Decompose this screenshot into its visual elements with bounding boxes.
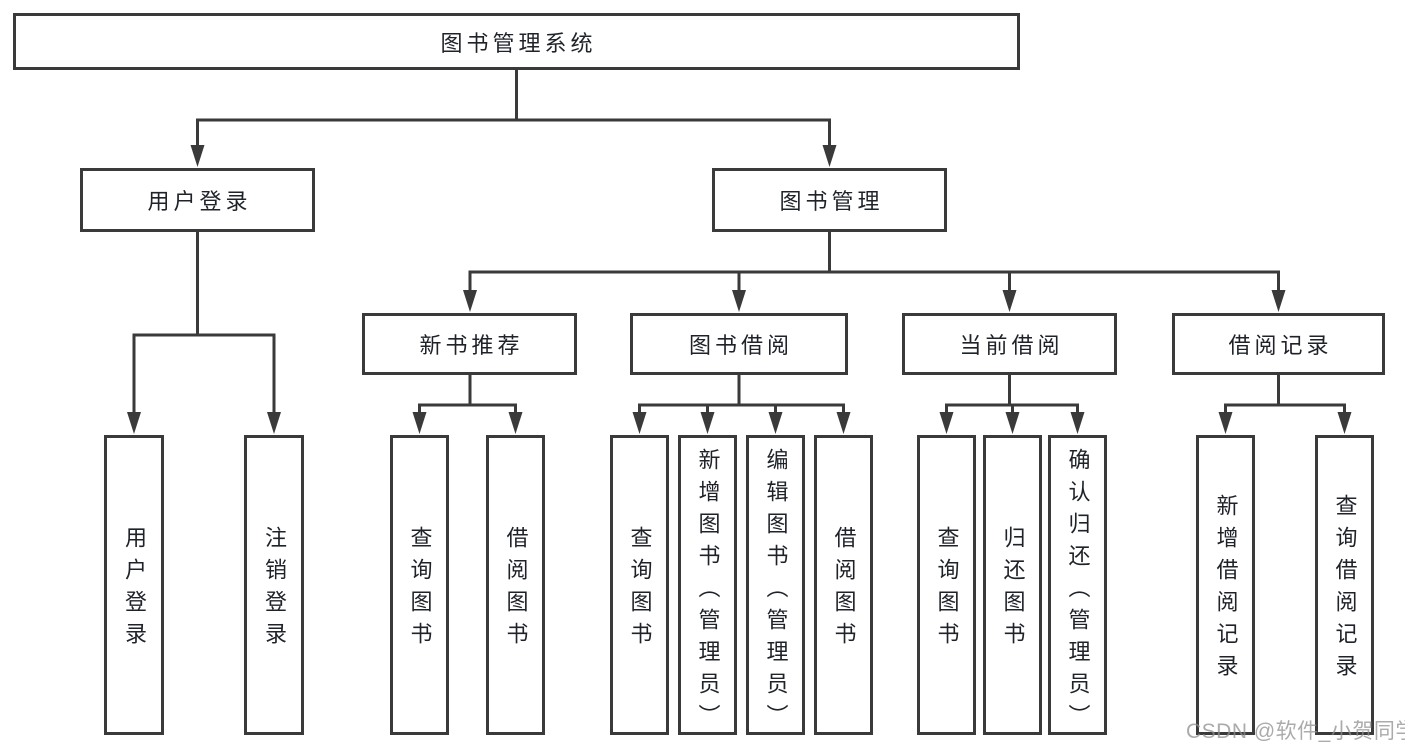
leaf-add-borrow-record: 新增借阅记录 (1196, 435, 1255, 735)
leaf-add-books-admin: 新增图书（管理员） (678, 435, 737, 736)
connector-userlogin-to-leaves (132, 232, 276, 417)
leaf-confirm-return-admin: 确认归还（管理员） (1048, 435, 1107, 736)
leaf-recommend-query-books: 查询图书 (390, 435, 449, 735)
leaf-recommend-borrow-books: 借阅图书 (486, 435, 545, 735)
leaf-logout: 注销登录 (244, 435, 304, 735)
arrowheads (127, 145, 1352, 434)
connector-records-to-leaves (1224, 375, 1346, 417)
leaf-query-borrow-record: 查询借阅记录 (1315, 435, 1374, 735)
connector-bookmgmt-to-level3 (468, 232, 1280, 295)
connector-newbook-to-leaves (418, 375, 517, 417)
node-book-borrow: 图书借阅 (630, 313, 848, 375)
connector-current-to-leaves (945, 375, 1079, 417)
node-borrow-records: 借阅记录 (1172, 313, 1385, 375)
leaf-borrow-query-books: 查询图书 (610, 435, 669, 735)
connector-root-to-level2 (196, 70, 831, 150)
node-new-book-recommend: 新书推荐 (362, 313, 577, 375)
watermark: CSDN @软件_小贺同学 (1186, 720, 1405, 743)
leaf-user-login: 用户登录 (104, 435, 164, 735)
leaf-return-books: 归还图书 (983, 435, 1042, 735)
node-root: 图书管理系统 (13, 13, 1020, 70)
leaf-borrow-books: 借阅图书 (814, 435, 873, 735)
connector-borrow-to-leaves (638, 375, 845, 417)
node-user-login: 用户登录 (80, 168, 315, 232)
leaf-edit-books-admin: 编辑图书（管理员） (746, 435, 805, 736)
leaf-current-query-books: 查询图书 (917, 435, 976, 735)
node-book-management: 图书管理 (712, 168, 947, 232)
node-current-borrow: 当前借阅 (902, 313, 1117, 375)
